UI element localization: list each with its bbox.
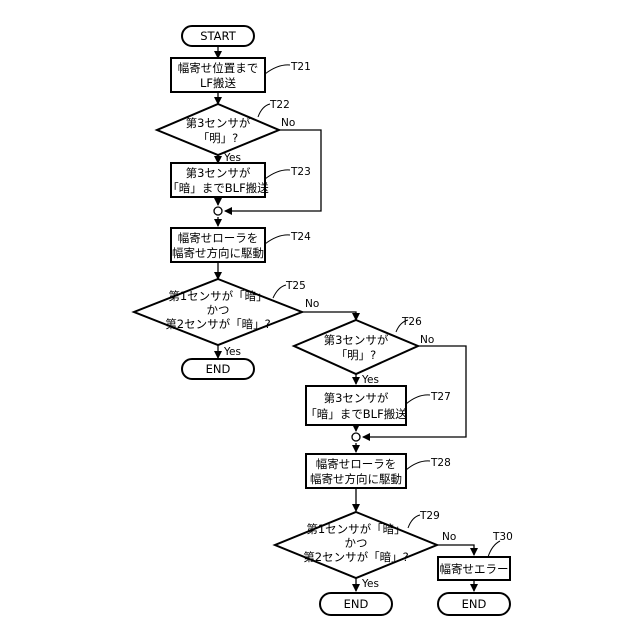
t24-step-label: T24: [290, 231, 311, 243]
t24-line1: 幅寄せローラを: [178, 231, 259, 245]
t28-line1: 幅寄せローラを: [316, 457, 397, 471]
end3-label: END: [462, 597, 487, 611]
t26-line1: 第3センサが: [324, 333, 389, 347]
end-node-2: END: [320, 593, 392, 615]
t29-line1: 第1センサが「暗」: [306, 522, 405, 536]
t25-no-label: No: [305, 298, 319, 310]
decision-t22: 第3センサが 「明」? T22 Yes No: [157, 99, 295, 164]
t22-step-label: T22: [269, 99, 290, 111]
process-t24: 幅寄せローラを 幅寄せ方向に駆動 T24: [171, 228, 311, 262]
t29-line2: かつ: [345, 536, 368, 550]
t26-line2: 「明」?: [336, 348, 377, 362]
t21-step-label: T21: [290, 61, 311, 73]
t30-step-label: T30: [492, 531, 513, 543]
decision-t26: 第3センサが 「明」? T26 Yes No: [294, 316, 434, 386]
t26-step-label: T26: [401, 316, 422, 328]
t28-step-label: T28: [430, 457, 451, 469]
end2-label: END: [344, 597, 369, 611]
end-node-3: END: [438, 593, 510, 615]
t23-line2: 「暗」までBLF搬送: [167, 181, 269, 195]
process-t23: 第3センサが 「暗」までBLF搬送 T23: [167, 163, 310, 197]
process-t28: 幅寄せローラを 幅寄せ方向に駆動 T28: [306, 454, 451, 488]
t27-line2: 「暗」までBLF搬送: [305, 407, 407, 421]
end-node-1: END: [182, 359, 254, 379]
t25-line2: かつ: [207, 303, 230, 317]
merge-point: [214, 207, 222, 215]
t29-line3: 第2センサが「暗」?: [303, 550, 408, 564]
t26-yes-label: Yes: [361, 374, 379, 386]
t26-no-label: No: [420, 334, 434, 346]
t23-line1: 第3センサが: [186, 166, 251, 180]
t29-yes-label: Yes: [361, 578, 379, 590]
t28-line2: 幅寄せ方向に駆動: [310, 472, 402, 486]
t22-line2: 「明」?: [198, 131, 239, 145]
t27-step-label: T27: [430, 391, 451, 403]
t29-step-label: T29: [419, 510, 440, 522]
t30-label: 幅寄せエラー: [440, 562, 509, 576]
t25-yes-label: Yes: [223, 346, 241, 358]
t24-line2: 幅寄せ方向に駆動: [172, 246, 264, 260]
t22-no-label: No: [281, 117, 295, 129]
t25-line1: 第1センサが「暗」: [168, 289, 267, 303]
merge-point: [352, 433, 360, 441]
start-label: START: [200, 29, 236, 43]
t25-line3: 第2センサが「暗」?: [165, 317, 270, 331]
t22-line1: 第3センサが: [186, 116, 251, 130]
t27-line1: 第3センサが: [324, 391, 389, 405]
t29-no-label: No: [442, 531, 456, 543]
t21-line1: 幅寄せ位置まで: [178, 61, 259, 75]
decision-t29: 第1センサが「暗」 かつ 第2センサが「暗」? T29 Yes No: [275, 510, 456, 590]
t23-step-label: T23: [290, 166, 311, 178]
process-t21: 幅寄せ位置まで LF搬送 T21: [171, 58, 311, 92]
end1-label: END: [206, 362, 231, 376]
start-node: START: [182, 26, 254, 46]
t25-step-label: T25: [285, 280, 306, 292]
decision-t25: 第1センサが「暗」 かつ 第2センサが「暗」? T25 Yes No: [134, 279, 319, 358]
process-t27: 第3センサが 「暗」までBLF搬送 T27: [305, 386, 450, 425]
t21-line2: LF搬送: [200, 76, 237, 90]
